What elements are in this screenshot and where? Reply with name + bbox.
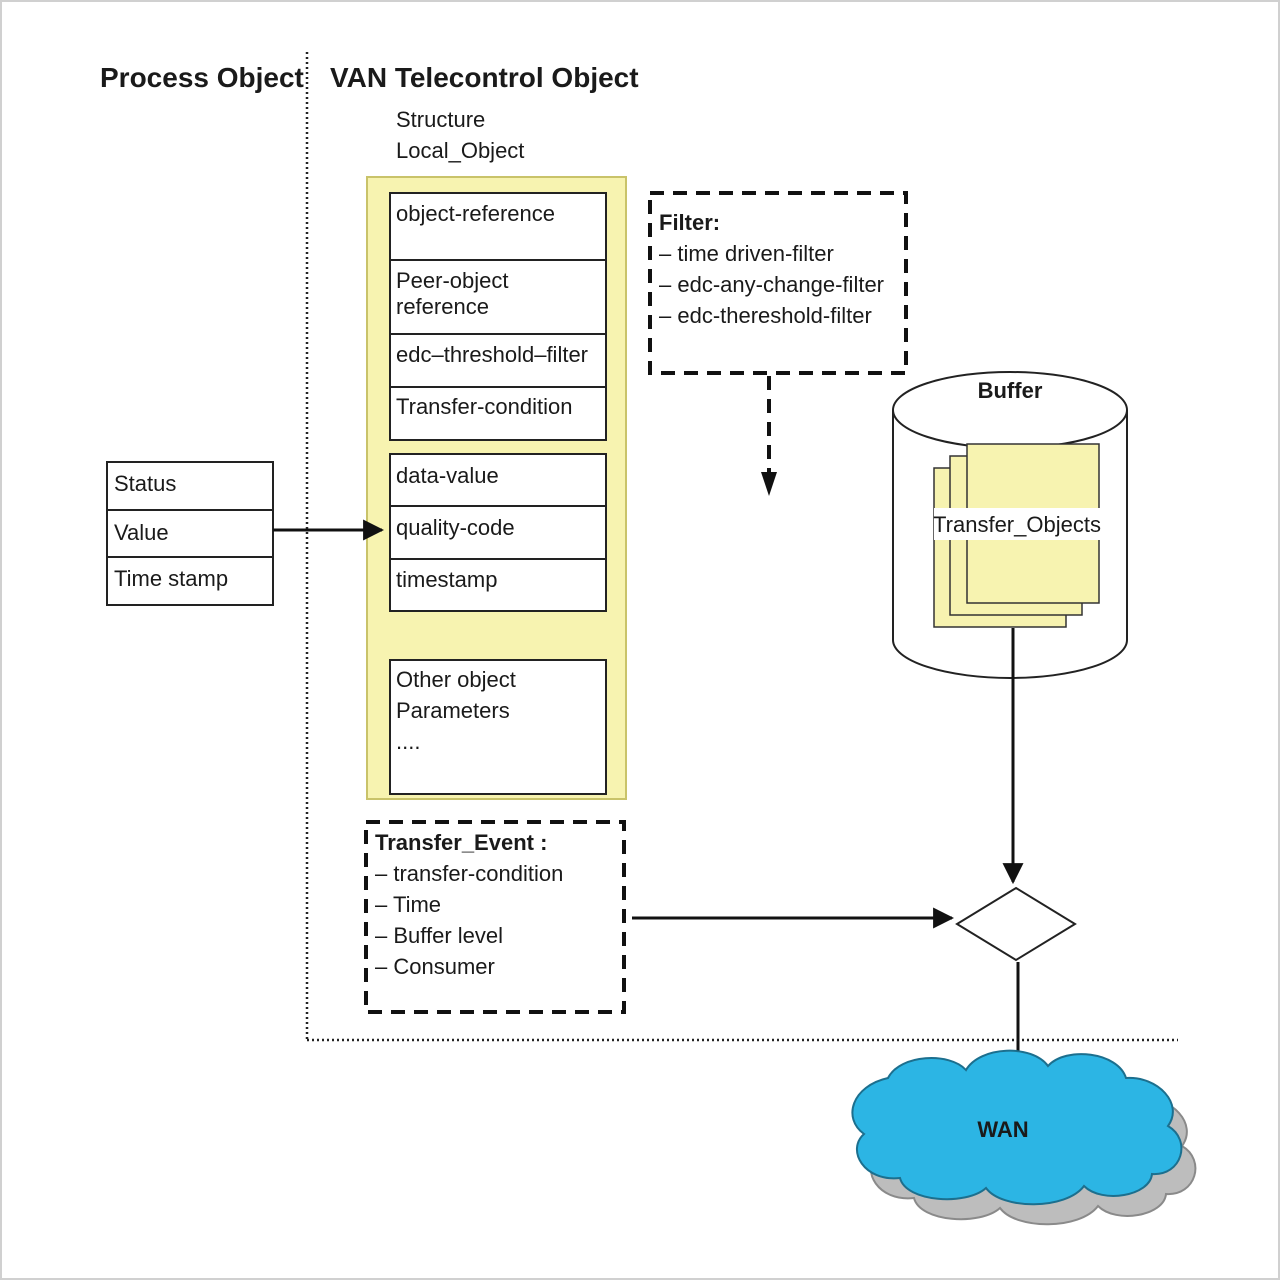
wan-cloud: [851, 1049, 1183, 1206]
local-object-group-references: [389, 192, 607, 441]
field-other-params-line3: ....: [396, 729, 420, 754]
transfer-event-item-time: – Time: [375, 892, 441, 917]
filter-title: Filter:: [659, 210, 720, 235]
field-edc-threshold-filter: edc–threshold–filter: [396, 342, 588, 367]
filter-dashed-arrow-head: [761, 472, 777, 496]
process-object-header: Process Object: [100, 62, 304, 93]
process-field-status: Status: [114, 471, 176, 496]
filter-item-time-driven: – time driven-filter: [659, 241, 834, 266]
wan-label: WAN: [977, 1117, 1028, 1142]
transfer-objects-label-backdrop: [934, 508, 1100, 540]
field-data-value: data-value: [396, 463, 499, 488]
buffer-title: Buffer: [978, 378, 1043, 403]
filter-box: [648, 191, 908, 375]
transfer-event-box: [364, 820, 626, 1014]
transfer-event-title: Transfer_Event :: [375, 830, 547, 855]
field-other-params-line1: Other object: [396, 667, 516, 692]
transfer-event-item-condition: – transfer-condition: [375, 861, 563, 886]
field-object-reference: object-reference: [396, 201, 555, 226]
local-object-group-values: [389, 453, 607, 612]
transfer-decision-diamond: [955, 886, 1077, 962]
transfer-event-item-consumer: – Consumer: [375, 954, 495, 979]
process-field-value: Value: [114, 520, 169, 545]
transfer-event-item-buffer-level: – Buffer level: [375, 923, 503, 948]
field-peer-object-reference-line1: Peer-object: [396, 268, 509, 293]
structure-caption-line1: Structure: [396, 107, 485, 132]
field-other-params-line2: Parameters: [396, 698, 510, 723]
local-object-group-other: [389, 659, 607, 795]
field-transfer-condition: Transfer-condition: [396, 394, 572, 419]
buffer-content-label: Transfer_Objects: [933, 512, 1101, 537]
field-peer-object-reference-line2: reference: [396, 294, 489, 319]
process-object-box: [106, 461, 274, 606]
field-timestamp: timestamp: [396, 567, 497, 592]
filter-item-threshold: – edc-thereshold-filter: [659, 303, 872, 328]
structure-caption-line2: Local_Object: [396, 138, 524, 163]
field-quality-code: quality-code: [396, 515, 515, 540]
van-telecontrol-object-header: VAN Telecontrol Object: [330, 62, 639, 93]
process-field-time-stamp: Time stamp: [114, 566, 228, 591]
filter-item-any-change: – edc-any-change-filter: [659, 272, 884, 297]
